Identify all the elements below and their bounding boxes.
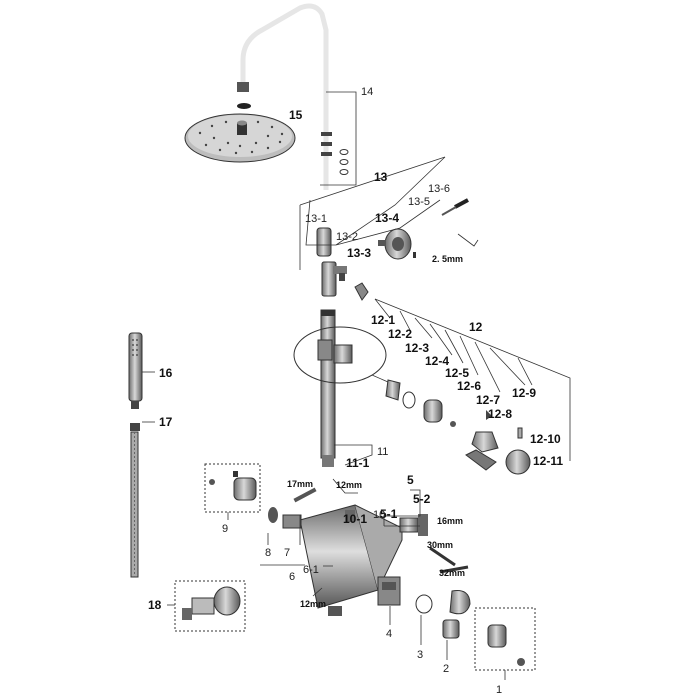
- label-14: 14: [361, 86, 373, 98]
- label-11-1: 11-1: [346, 456, 370, 470]
- label-7: 7: [284, 547, 290, 559]
- label-3: 3: [417, 649, 423, 661]
- label-9: 9: [222, 523, 228, 535]
- part-labels: 1 2 3 4 5 5-1 5-2 6 6-1 7 8 9 10 10-1 11…: [148, 86, 563, 696]
- slide-rail: [293, 309, 389, 467]
- label-10-1: 10-1: [343, 512, 367, 526]
- label-17: 17: [159, 415, 173, 429]
- label-12-7: 12-7: [476, 393, 500, 407]
- shower-head: [184, 103, 296, 163]
- tool-32mm: 32mm: [439, 568, 465, 578]
- upper-slide-bar: [299, 156, 479, 301]
- label-5-1: 5-1: [380, 507, 398, 521]
- mixer-valve-body: [260, 478, 536, 680]
- label-12-4: 12-4: [425, 354, 449, 368]
- tool-12mm-b: 12mm: [300, 599, 326, 609]
- holder-parts: [374, 298, 571, 475]
- label-12-10: 12-10: [530, 432, 561, 446]
- label-13-6: 13-6: [428, 183, 450, 195]
- label-13-4: 13-4: [375, 211, 399, 225]
- hand-shower: [128, 332, 155, 409]
- label-13: 13: [374, 170, 388, 184]
- handle-9-box: [204, 463, 261, 520]
- label-5-2: 5-2: [413, 492, 431, 506]
- label-13-3: 13-3: [347, 246, 371, 260]
- label-12-5: 12-5: [445, 366, 469, 380]
- label-12-2: 12-2: [388, 327, 412, 341]
- label-12-8: 12-8: [488, 407, 512, 421]
- label-12-9: 12-9: [512, 386, 536, 400]
- label-12-3: 12-3: [405, 341, 429, 355]
- label-16: 16: [159, 366, 173, 380]
- tool-17mm: 17mm: [287, 479, 313, 489]
- label-12: 12: [469, 320, 483, 334]
- label-13-1: 13-1: [305, 213, 327, 225]
- label-8: 8: [265, 547, 271, 559]
- tool-12mm-a: 12mm: [336, 480, 362, 490]
- label-4: 4: [386, 628, 392, 640]
- label-15: 15: [289, 108, 303, 122]
- tool-hex-2-5mm: 2. 5mm: [432, 254, 463, 264]
- cartridge-18-box: [167, 580, 246, 632]
- label-12-11: 12-11: [533, 454, 563, 468]
- label-13-2: 13-2: [336, 231, 358, 243]
- tool-16mm: 16mm: [437, 516, 463, 526]
- label-6: 6: [289, 571, 295, 583]
- tool-size-labels: 2. 5mm 17mm 12mm 16mm 30mm 32mm 12mm: [287, 254, 465, 609]
- label-12-6: 12-6: [457, 379, 481, 393]
- label-11: 11: [377, 446, 388, 458]
- label-18: 18: [148, 598, 162, 612]
- shower-arm: [237, 3, 357, 190]
- label-2: 2: [443, 663, 449, 675]
- tool-30mm: 30mm: [427, 540, 453, 550]
- label-10: 10: [373, 509, 385, 521]
- label-12-1: 12-1: [371, 313, 395, 327]
- label-5: 5: [407, 473, 414, 487]
- label-6-1: 6-1: [303, 564, 319, 576]
- label-13-5: 13-5: [408, 196, 430, 208]
- shower-hose: [130, 421, 155, 578]
- label-1: 1: [496, 684, 502, 696]
